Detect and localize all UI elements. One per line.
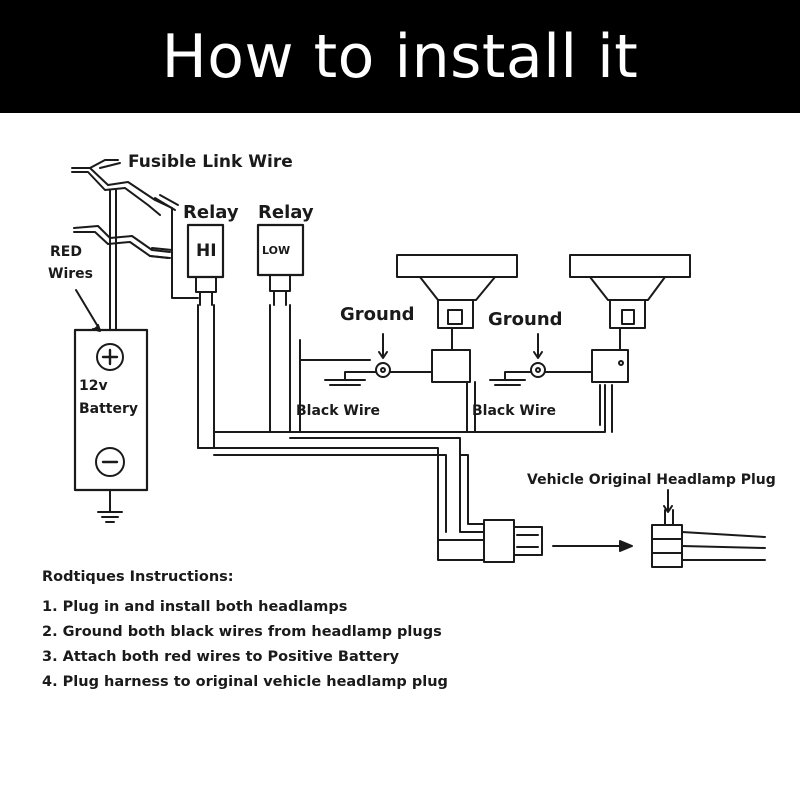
instruction-step: 3. Attach both red wires to Positive Bat… [42,649,400,665]
black-wire-1-label: Black Wire [296,403,381,419]
relay-hi-text: HI [196,241,217,261]
connection-arrow [552,540,633,552]
ground-2-label: Ground [488,309,563,330]
vehicle-plug-label: Vehicle Original Headlamp Plug [527,472,776,488]
harness-plug [437,519,543,563]
headlamp-1 [396,254,518,383]
page-title: How to install it [161,21,639,92]
relay-low-text: LOW [262,244,291,257]
ground-2 [489,333,593,386]
battery-label: Battery [79,401,139,417]
battery-voltage-label: 12v [79,378,108,394]
headlamp-2 [569,254,691,383]
instruction-step: 2. Ground both black wires from headlamp… [42,624,442,640]
fusible-link-label: Fusible Link Wire [128,152,293,172]
red-wires-pointer [75,289,101,331]
ground-1-label: Ground [340,304,415,325]
black-wire-2-label: Black Wire [472,403,557,419]
title-banner: How to install it [0,0,800,113]
instruction-step: 4. Plug harness to original vehicle head… [42,674,448,690]
battery [73,328,149,523]
wiring-harness [197,339,613,541]
relay-hi [186,223,225,449]
instruction-step: 1. Plug in and install both headlamps [42,599,348,615]
relay-hi-label: Relay [183,202,239,223]
red-wires-label-line2: Wires [48,266,93,282]
instructions-heading: Rodtiques Instructions: [42,569,234,585]
red-wires-label-line1: RED [50,244,82,260]
fusible-pointer [99,162,121,169]
relay-low [256,223,305,433]
vehicle-headlamp-plug [651,489,766,568]
relay-low-label: Relay [258,202,314,223]
fusible-link-wire [71,159,199,331]
ground-1 [324,333,433,386]
